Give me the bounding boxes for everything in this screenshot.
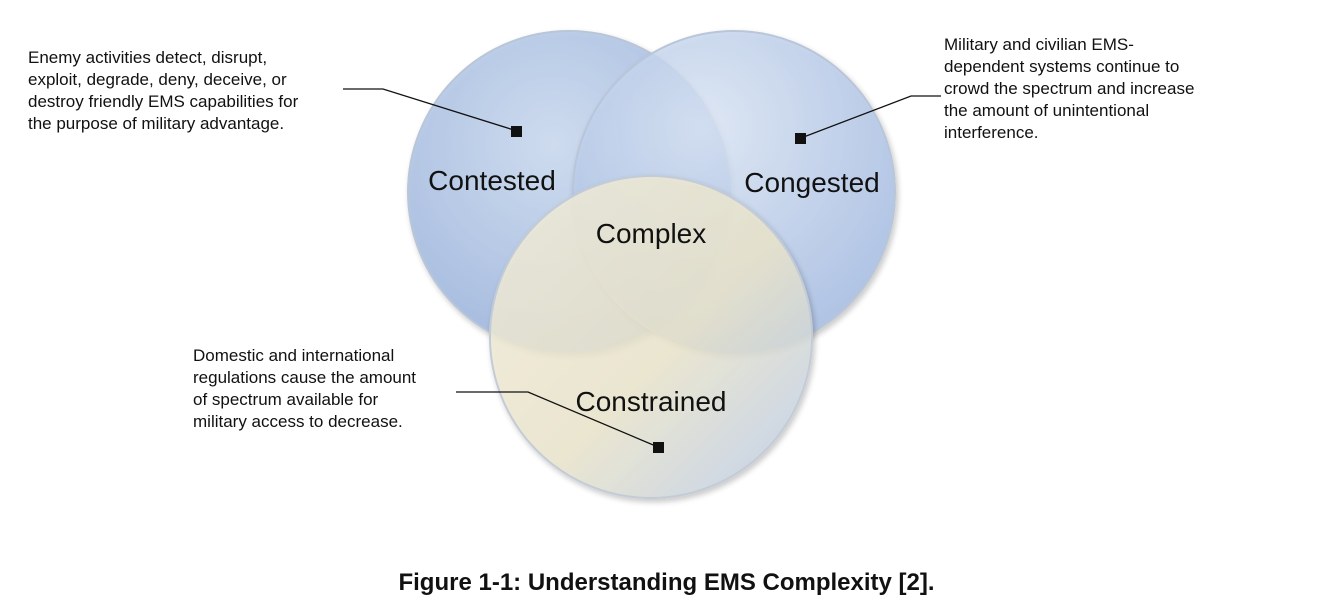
congested-marker — [795, 133, 806, 144]
congested-label: Congested — [744, 167, 879, 198]
constrained-callout-text: Domestic and international regulations c… — [193, 346, 417, 431]
complex-label: Complex — [596, 218, 706, 249]
contested-leader-line — [343, 88, 518, 132]
constrained-callout: Domestic and international regulations c… — [193, 345, 463, 433]
contested-label: Contested — [428, 165, 556, 196]
constrained-label: Constrained — [576, 386, 727, 417]
congested-callout: Military and civilian EMS- dependent sys… — [944, 34, 1264, 144]
congested-leader-line — [800, 95, 941, 139]
constrained-circle — [489, 175, 813, 499]
contested-callout-text: Enemy activities detect, disrupt, exploi… — [28, 48, 299, 133]
constrained-marker — [653, 442, 664, 453]
venn-diagram: Contested Congested Complex Constrained — [343, 30, 941, 499]
figure-caption: Figure 1-1: Understanding EMS Complexity… — [398, 569, 935, 596]
congested-callout-text: Military and civilian EMS- dependent sys… — [944, 35, 1195, 142]
constrained-leader-line — [456, 391, 659, 448]
contested-callout: Enemy activities detect, disrupt, exploi… — [28, 47, 358, 135]
contested-marker — [511, 126, 522, 137]
